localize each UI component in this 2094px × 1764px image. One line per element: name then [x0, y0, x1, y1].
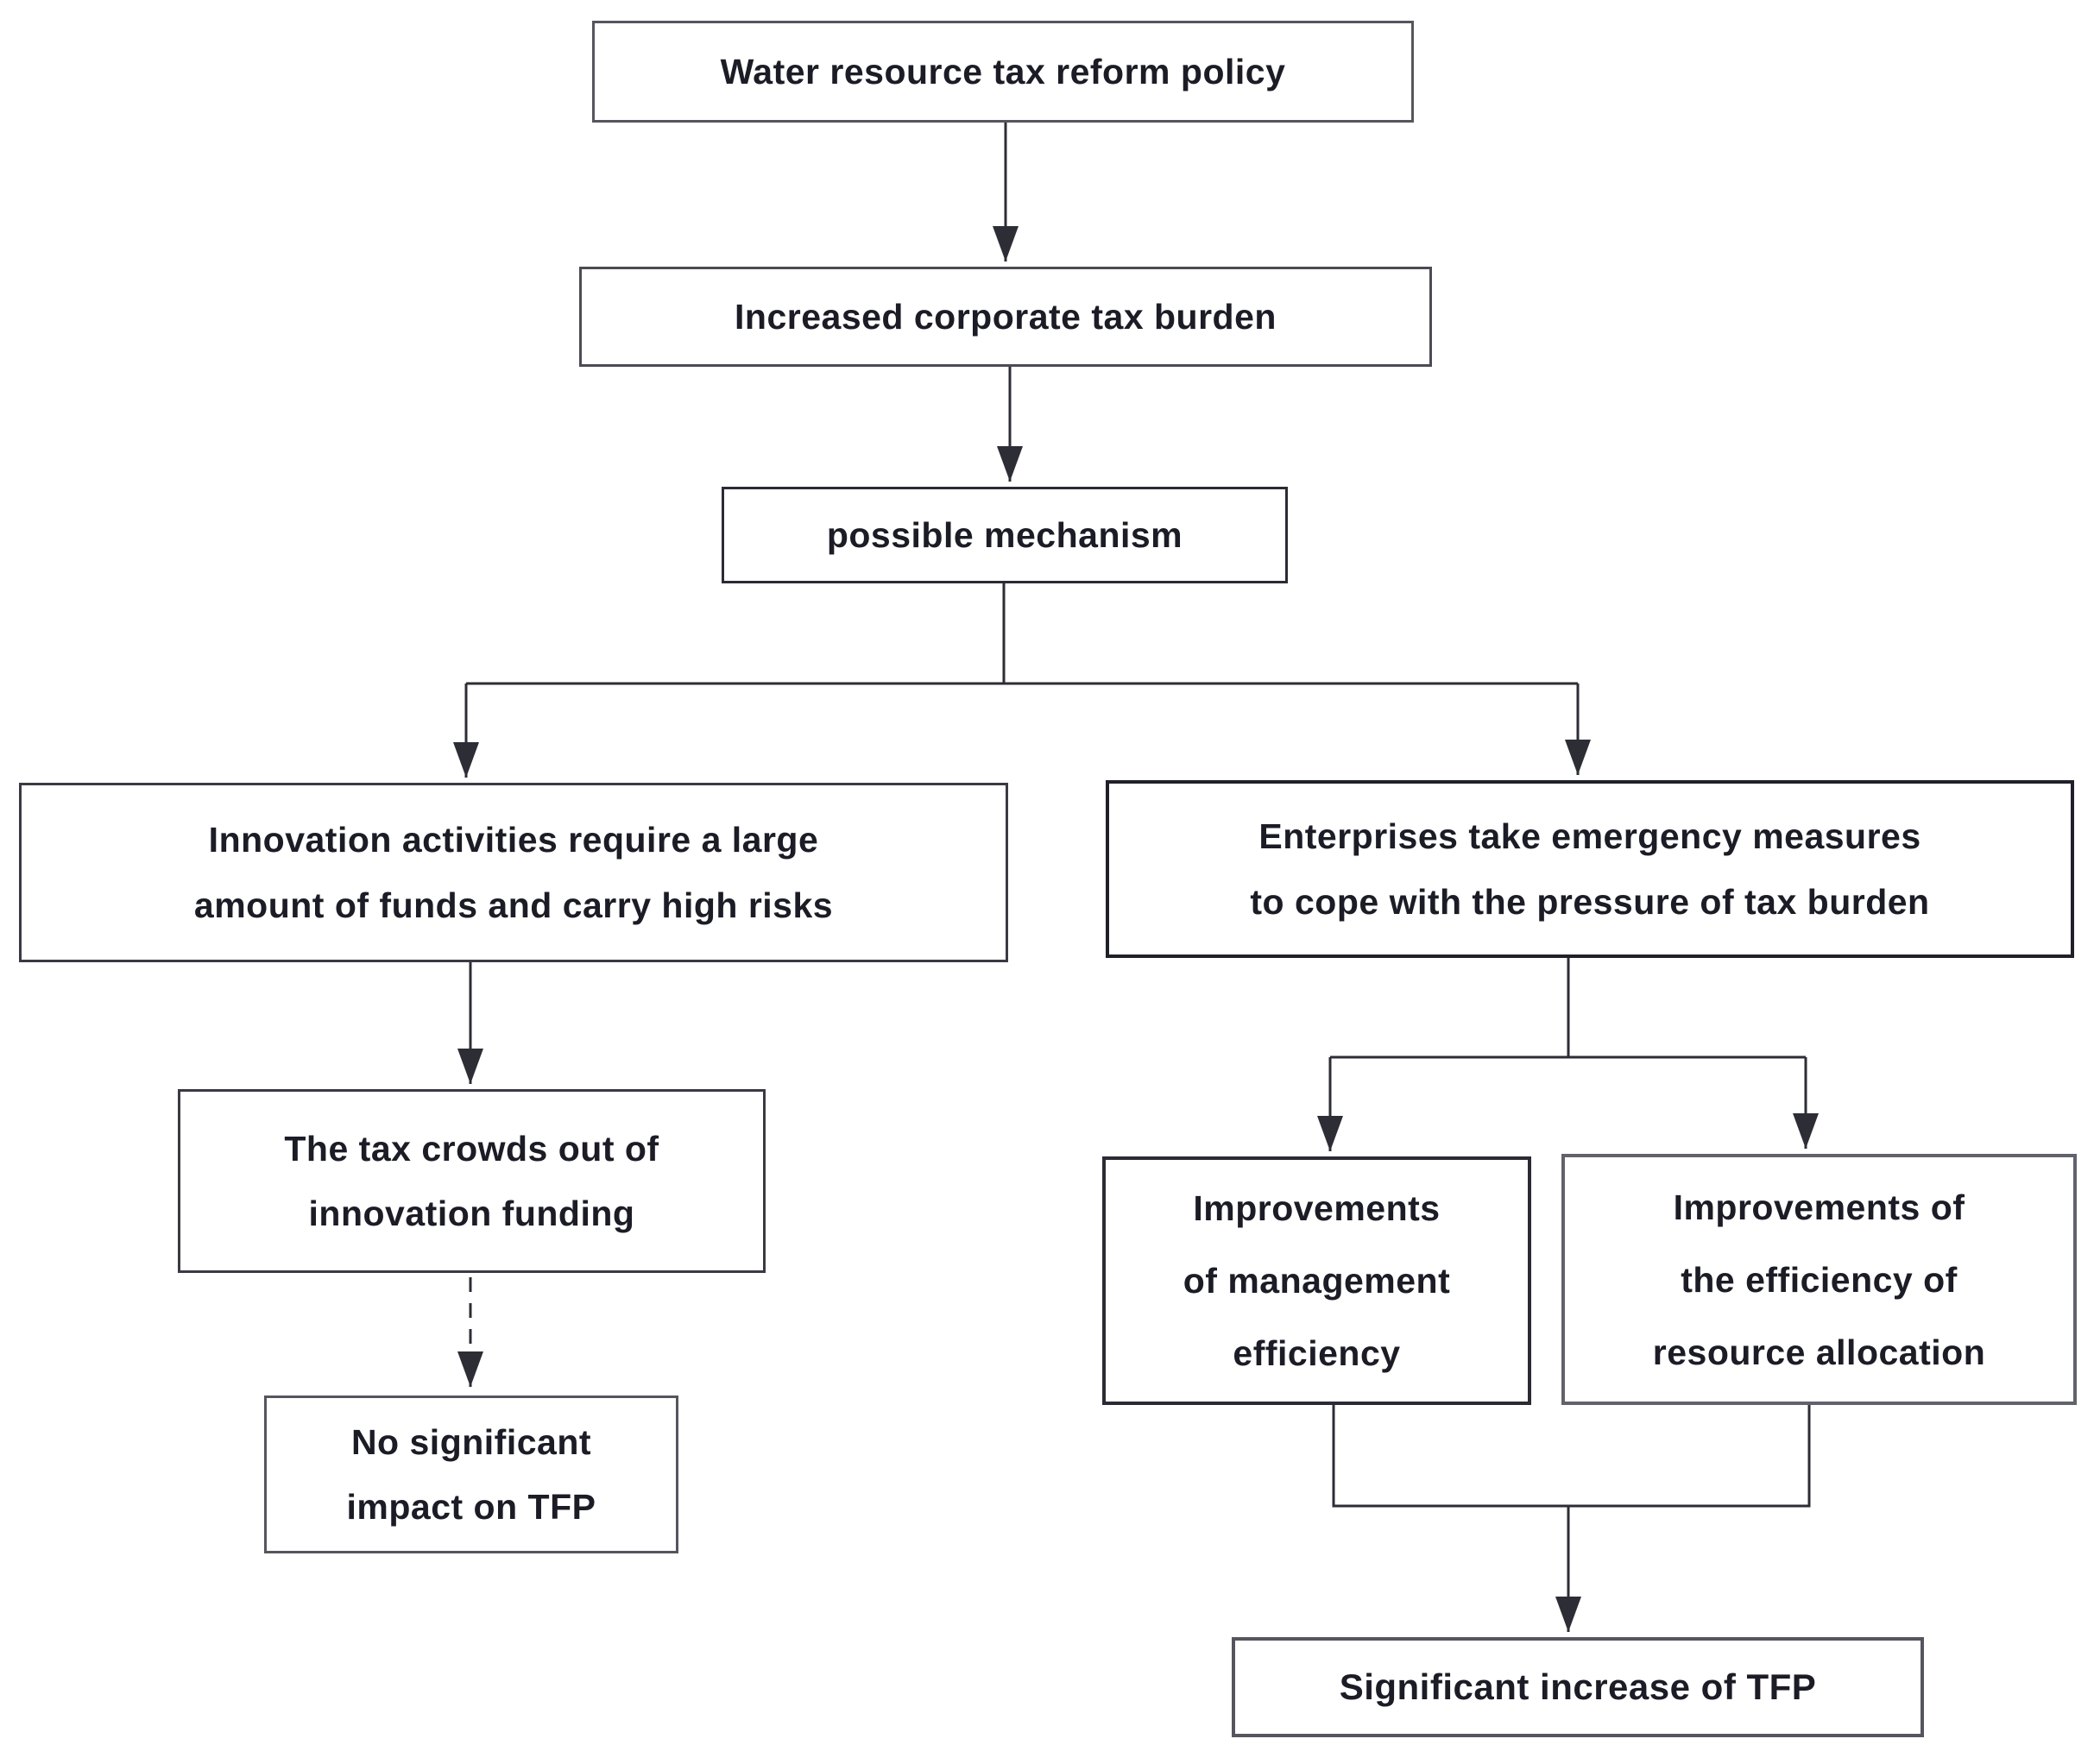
- connector-mechanism-split: [466, 583, 1578, 685]
- node-improvements-management-efficiency: Improvements of management efficiency: [1102, 1156, 1531, 1405]
- node-possible-mechanism: possible mechanism: [722, 487, 1288, 583]
- node-no-significant-impact-on-tfp: No significant impact on TFP: [264, 1395, 678, 1553]
- connector-enterprise-split: [1330, 958, 1806, 1059]
- node-innovation-activities-require-funds: Innovation activities require a large am…: [19, 783, 1008, 962]
- node-water-resource-tax-reform-policy: Water resource tax reform policy: [592, 21, 1414, 123]
- node-improvements-resource-allocation: Improvements of the efficiency of resour…: [1561, 1154, 2077, 1405]
- node-increased-corporate-tax-burden: Increased corporate tax burden: [579, 267, 1432, 367]
- node-tax-crowds-out-innovation-funding: The tax crowds out of innovation funding: [178, 1089, 766, 1273]
- node-significant-increase-of-tfp: Significant increase of TFP: [1232, 1637, 1924, 1737]
- connector-merge-to-tfp: [1332, 1405, 1811, 1508]
- node-enterprises-take-emergency-measures: Enterprises take emergency measures to c…: [1106, 780, 2074, 958]
